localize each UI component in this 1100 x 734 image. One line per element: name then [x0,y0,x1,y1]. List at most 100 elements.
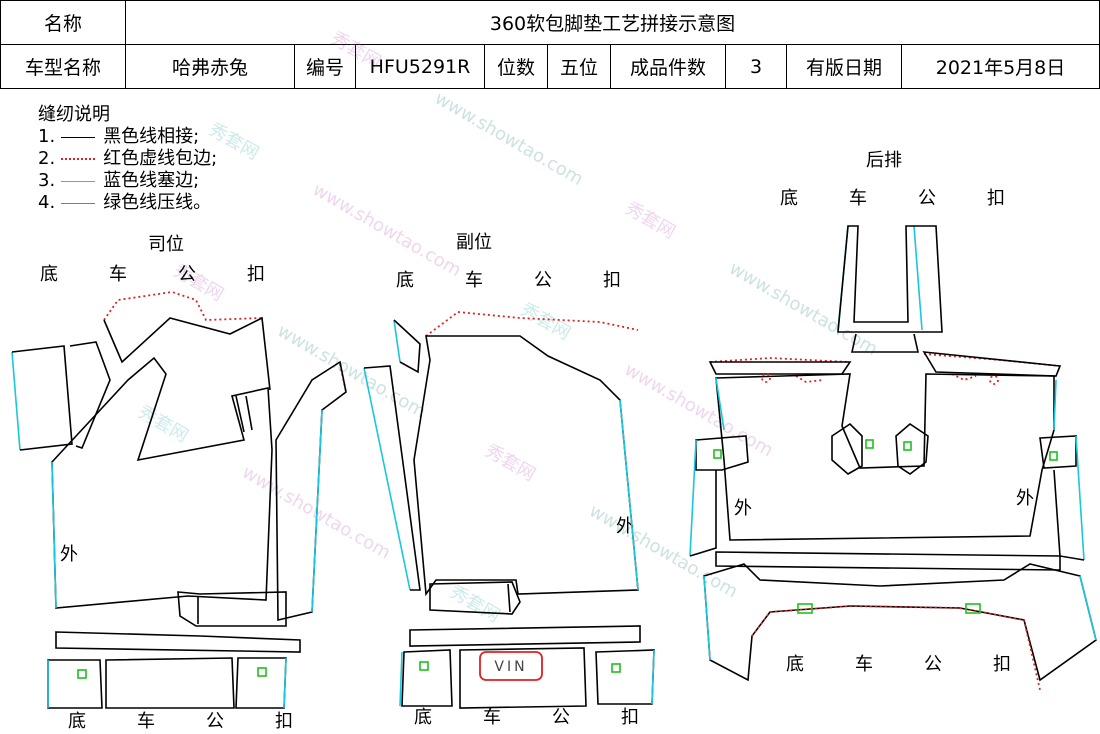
passenger-left-piece [363,365,421,591]
rear-main-floor [715,373,1055,541]
date-value: 2021年5月8日 [901,44,1100,89]
passenger-green-mark-1 [419,661,429,671]
green-line-swatch [61,202,96,204]
seats-label: 位数 [484,44,548,89]
rear-title: 后排 [866,150,902,171]
watermark-text: 秀套网 [517,299,574,344]
rear-left-pocket [695,435,749,471]
watermark-text: 秀套网 [446,582,503,627]
legend-text: 红色虚线包边; [103,148,218,169]
rear-arch-cyan-r [1079,575,1097,641]
passenger-green-mark-2 [611,663,621,673]
pieces-value: 3 [725,44,787,89]
driver-top-edge [103,291,263,321]
driver-left-piece [11,345,73,451]
watermark-text: 秀套网 [205,119,262,164]
legend-num: 1. [38,126,56,147]
passenger-bottom-center [459,647,587,709]
seats-value: 五位 [547,44,611,89]
legend-num: 2. [38,148,56,169]
watermark-text: 秀套网 [622,198,679,243]
legend-item-green: 4. 绿色线压线。 [38,192,217,214]
driver-bottom-right [235,657,287,709]
rear-mat: 后排 底 车 公 扣 底 车 公 扣 外 外 [689,150,1097,691]
driver-main-floor [51,356,273,609]
rear-long-strip [715,551,1061,571]
passenger-strip [409,625,641,647]
rear-green-mark-arch-2 [965,603,981,614]
passenger-mat: 副位 底 车 公 扣 底 车 公 扣 外 VIN [363,232,655,728]
passenger-title: 副位 [456,232,492,253]
rear-outer-label-right: 外 [1016,488,1034,509]
diagram-title: 360软包脚垫工艺拼接示意图 [125,0,1100,45]
driver-bottom-label-bottom: 底 车 公 扣 [68,711,293,732]
rear-tunnel-cyan-r [913,225,923,331]
passenger-bottom-left [401,649,453,707]
driver-bottom-center [105,657,235,709]
info-table: 名称 360软包脚垫工艺拼接示意图 车型名称 哈弗赤兔 编号 HFU5291R … [0,0,1100,89]
watermark-text: www.showtao.com [274,320,430,422]
driver-green-mark-2 [257,667,267,677]
watermark-text: www.showtao.com [725,258,881,360]
driver-mat: 司位 底 车 公 扣 底 车 公 扣 外 [11,234,347,732]
rear-hole-2 [989,375,999,385]
rear-green-mark-hump-2 [903,441,912,451]
rear-hole-1 [761,373,771,383]
legend-item-black: 1. 黑色线相接; [38,126,217,148]
driver-left-edge [11,351,21,451]
passenger-left-cyan-2 [363,367,411,591]
rear-notch-2 [951,373,977,381]
driver-left-strip [69,341,111,449]
driver-br-cyan [283,657,287,709]
driver-main-left-edge [51,461,57,609]
legend-text: 蓝色线塞边; [103,170,200,191]
rear-tunnel-neck [851,333,919,353]
cyan-line-swatch [61,180,96,182]
legend-title: 缝纫说明 [38,104,110,125]
passenger-heel-line [507,583,511,613]
date-label: 有版日期 [786,44,902,89]
legend-text: 绿色线压线。 [103,192,212,213]
rear-left-side [689,470,717,557]
rear-bottom-label-bottom: 底 车 公 扣 [786,654,1011,675]
passenger-left-cyan-1 [393,319,401,363]
rear-main-cyan-l [715,377,725,431]
rear-green-mark-hump-1 [865,439,874,449]
driver-outer-label: 外 [60,544,78,565]
watermark-text: www.showtao.com [431,88,587,190]
red-dotted-swatch [61,158,96,160]
rear-top-bar-left [708,361,852,375]
passenger-bottom-label-bottom: 底 车 公 扣 [414,707,639,728]
legend-item-red: 2. 红色虚线包边; [38,148,217,170]
passenger-bottom-label-top: 底 车 公 扣 [396,270,621,291]
rear-right-cyan [1075,435,1085,561]
rear-right-pocket [1039,435,1077,469]
model-value: 哈弗赤兔 [125,44,295,89]
rear-arch-red [751,605,1041,691]
passenger-main-floor [413,335,639,597]
driver-bottom-label-top: 底 车 公 扣 [40,264,265,285]
passenger-right-cyan [619,399,639,591]
rear-green-mark-arch-1 [797,603,813,614]
rear-notch-1 [795,375,823,383]
rear-green-mark-left [713,449,722,459]
driver-pedal-slot [235,395,253,433]
rear-main-cyan-r [1053,379,1057,431]
vin-window [479,651,543,681]
passenger-br-cyan [651,649,655,705]
name-label: 名称 [0,0,126,45]
rear-arch-cyan-l [703,575,711,661]
driver-strip [55,631,301,653]
watermark-text: 秀套网 [482,440,539,485]
black-line-swatch [61,136,96,138]
vin-label: VIN [494,659,527,675]
passenger-top-edge [425,311,639,337]
passenger-bl-cyan [399,651,403,707]
passenger-heel-pad [429,581,521,615]
pieces-label: 成品件数 [610,44,726,89]
watermark-text: www.showtao.com [309,179,465,281]
driver-title: 司位 [148,234,184,255]
passenger-outer-label: 外 [616,516,634,537]
driver-green-mark-1 [77,669,87,679]
rear-green-mark-right [1049,451,1058,461]
